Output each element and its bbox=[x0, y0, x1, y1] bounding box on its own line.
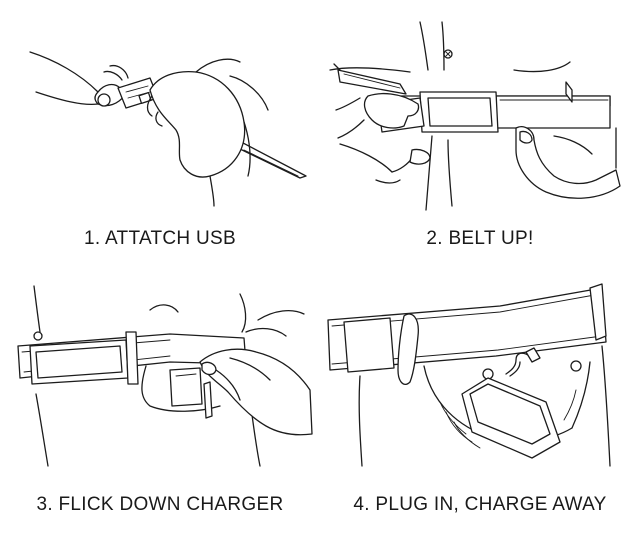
step-4-panel: 4. PLUG IN, CHARGE AWAY bbox=[320, 266, 640, 533]
belt-buckle-illustration bbox=[320, 0, 640, 220]
step-1-panel: 1. ATTATCH USB bbox=[0, 0, 320, 266]
step-1-caption: 1. ATTATCH USB bbox=[84, 228, 236, 249]
step-4-caption: 4. PLUG IN, CHARGE AWAY bbox=[353, 494, 607, 515]
hand-attaching-usb-illustration bbox=[0, 0, 320, 220]
step-3-panel: 3. FLICK DOWN CHARGER bbox=[0, 266, 320, 533]
step-2-caption: 2. BELT UP! bbox=[426, 228, 534, 249]
phone-in-pocket-illustration bbox=[320, 266, 640, 486]
flick-charger-illustration bbox=[0, 266, 320, 486]
step-3-caption: 3. FLICK DOWN CHARGER bbox=[36, 494, 284, 515]
step-2-panel: 2. BELT UP! bbox=[320, 0, 640, 266]
